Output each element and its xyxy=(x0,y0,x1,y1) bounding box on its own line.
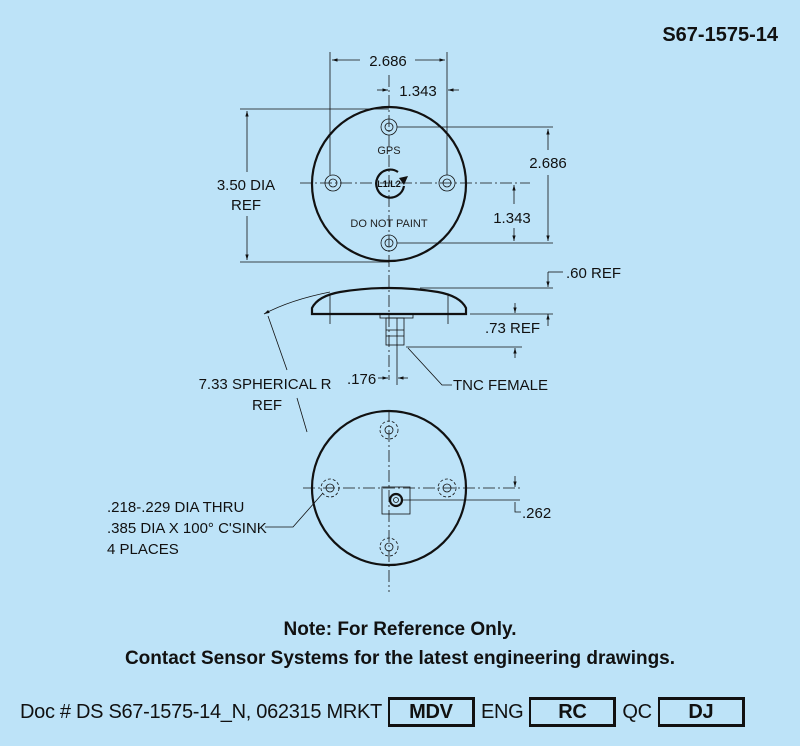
dim-half-width: 1.343 xyxy=(399,83,437,100)
eng-label: ENG xyxy=(480,700,524,723)
dim-dia-ref: REF xyxy=(231,197,261,214)
hole-spec-line1: .218-.229 DIA THRU xyxy=(107,499,244,516)
top-view: GPS L1/L2 DO NOT PAINT 2.686 1.343 3.50 … xyxy=(217,52,567,275)
countersunk-hole-icon xyxy=(320,420,457,557)
drawing-number: S67-1575-14 xyxy=(662,24,778,46)
rotation-arrow-icon xyxy=(375,168,406,199)
mrkt-box: MDV xyxy=(387,697,475,727)
spherical-radius: 7.33 SPHERICAL R xyxy=(199,376,332,393)
footer: Doc # DS S67-1575-14_N, 062315 MRKT MDV … xyxy=(20,697,745,727)
eng-box: RC xyxy=(529,697,617,727)
note-reference: Note: For Reference Only. xyxy=(283,619,517,640)
connector-flange xyxy=(381,486,411,515)
doc-number: Doc # DS S67-1575-14_N, 062315 MRKT xyxy=(20,700,382,723)
bottom-view: .262 .218-.229 DIA THRU .385 DIA X 100° … xyxy=(107,409,551,592)
dim-width: 2.686 xyxy=(369,53,407,70)
gps-label: GPS xyxy=(377,145,400,157)
dim-connector-offset-bottom: .262 xyxy=(522,505,551,522)
spherical-radius-ref: REF xyxy=(252,397,282,414)
qc-label: QC xyxy=(622,700,652,723)
antenna-outline-top xyxy=(310,105,468,263)
dim-half-height: 1.343 xyxy=(493,210,531,227)
note-contact: Contact Sensor Systems for the latest en… xyxy=(124,648,676,669)
band-label: L1/L2 xyxy=(377,179,401,189)
connector-label: TNC FEMALE xyxy=(453,377,548,394)
dim-height: 2.686 xyxy=(529,155,567,172)
antenna-dome-side xyxy=(310,286,468,316)
hole-spec-line2: .385 DIA X 100° C'SINK xyxy=(107,520,267,537)
hole-spec-line3: 4 PLACES xyxy=(107,541,179,558)
antenna-outline-bottom xyxy=(310,409,468,567)
tnc-connector xyxy=(385,317,405,346)
qc-box: DJ xyxy=(657,697,745,727)
dim-connector-offset: .176 xyxy=(347,371,376,388)
dim-connector: .73 REF xyxy=(485,320,540,337)
side-view: .60 REF .73 REF .176 TNC FEMALE 7.33 SPH… xyxy=(199,265,621,433)
dim-dome-height: .60 REF xyxy=(566,265,621,282)
do-not-paint-label: DO NOT PAINT xyxy=(350,218,427,230)
dim-dia: 3.50 DIA xyxy=(217,177,275,194)
